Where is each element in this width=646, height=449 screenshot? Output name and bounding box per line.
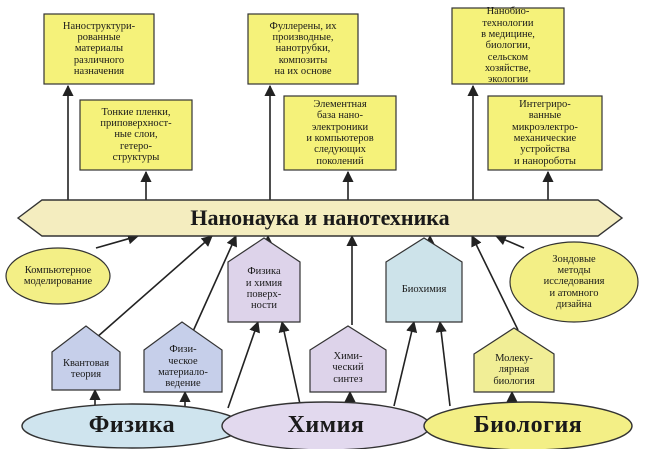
- top-box-nanobio: [451, 7, 565, 85]
- ellipse-probe-methods: [509, 241, 639, 323]
- arrow-quantum-to-banner: [95, 235, 213, 339]
- pentagon-molecular-biology: [473, 327, 555, 393]
- arrow-physics-to-surface: [227, 320, 260, 409]
- arrow-bio-to-biochem: [435, 320, 451, 407]
- arrow-chem-to-surface: [278, 320, 301, 405]
- pentagon-surface: [227, 237, 301, 323]
- ellipse-physics: [21, 403, 243, 449]
- pentagon-biochemistry: [385, 237, 463, 323]
- top-box-materials: [43, 13, 155, 85]
- banner-shape: [16, 199, 624, 237]
- middle-box-mems: [487, 95, 603, 171]
- ellipse-modeling: [5, 247, 111, 305]
- arrow-molbio-to-banner: [471, 234, 519, 331]
- middle-box-element-base: [283, 95, 397, 171]
- pentagon-chemical-synthesis: [309, 325, 387, 393]
- pentagon-quantum: [51, 325, 121, 391]
- ellipse-chemistry: [221, 401, 431, 449]
- arrow-probe-to-banner: [494, 234, 525, 249]
- top-box-fullerenes: [247, 13, 359, 85]
- pentagon-material-science: [143, 321, 223, 393]
- middle-boxes: [79, 95, 603, 171]
- ellipse-biology: [423, 401, 633, 449]
- arrow-modeling-to-banner: [95, 233, 140, 249]
- top-boxes: [43, 7, 565, 85]
- arrow-material-to-banner: [189, 234, 237, 339]
- middle-box-thin-films: [79, 99, 193, 171]
- arrow-chem-to-biochem: [393, 320, 418, 407]
